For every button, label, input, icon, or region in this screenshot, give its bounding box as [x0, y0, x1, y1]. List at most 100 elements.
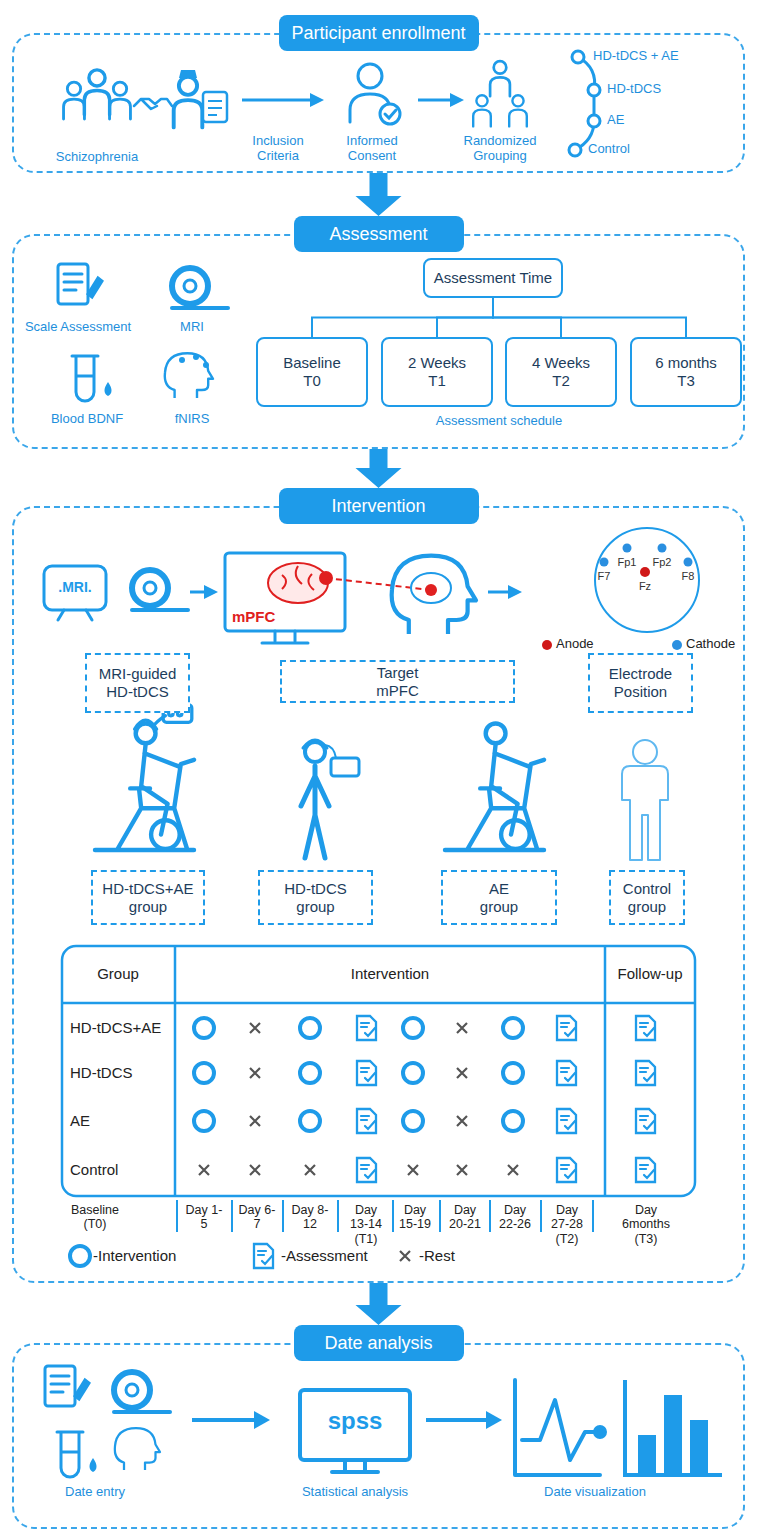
electrode-map: [672, 640, 682, 650]
control-figure: [622, 740, 668, 860]
brain-icon: [268, 563, 332, 603]
flow-arrow-icon: [242, 99, 312, 102]
text-label: Baseline (T0): [65, 1203, 125, 1232]
data-entry-icons: [45, 1366, 89, 1406]
control-figure: [633, 740, 657, 764]
box-text: Target mPFC: [368, 664, 428, 700]
schedule-table: [62, 946, 695, 1196]
text-label: .MRI.: [45, 579, 105, 595]
box-text: MRI-guided HD-tDCS: [87, 665, 188, 701]
electrode-map: [623, 544, 632, 553]
legend-text: -Assessment: [281, 1247, 368, 1264]
assessment-symbol: [636, 1016, 655, 1040]
text-label: Control: [70, 1161, 175, 1178]
line-chart-icon: [515, 1380, 600, 1475]
intervention-symbol: [503, 1111, 523, 1131]
intervention-symbol: [503, 1018, 523, 1038]
label-box: AE group: [441, 870, 557, 925]
assessment-symbol: [361, 1023, 375, 1036]
text-label: Statistical analysis: [285, 1485, 425, 1500]
text-label: HD-tDCS + AE: [593, 49, 713, 64]
assessment-symbol: [640, 1165, 654, 1178]
assessment-symbol: [357, 1016, 376, 1040]
assessment-symbol: [361, 1068, 375, 1081]
text-label: AE: [70, 1112, 175, 1129]
box-text: Baseline T0: [276, 354, 348, 390]
doctor-icon: [208, 101, 222, 115]
text-label: Date visualization: [515, 1485, 675, 1500]
text-label: Day 22-26: [495, 1203, 535, 1232]
monitor-icon: [225, 553, 345, 643]
mri-sign-icon: [44, 566, 106, 620]
intervention-symbol: [194, 1063, 214, 1083]
patient-group-icon: [64, 70, 131, 119]
line-chart-icon: [595, 1427, 605, 1437]
text-label: F7: [589, 570, 619, 583]
flow-arrow: [356, 1283, 402, 1325]
text-label: HD-tDCS: [70, 1064, 175, 1081]
process-box: Assessment Time: [423, 258, 563, 298]
text-label: Fp1: [612, 556, 642, 569]
rest-symbol: [250, 1165, 260, 1175]
text-label: Blood BDNF: [37, 412, 137, 427]
axis-ticks: [177, 1200, 593, 1232]
assessment-symbol: [361, 1165, 375, 1178]
label-box: Control group: [609, 870, 685, 925]
text-label: Day 20-21: [445, 1203, 485, 1232]
head-icon: [392, 556, 476, 634]
intervention-symbol: [403, 1111, 423, 1131]
fnirs-head-icon: [179, 357, 185, 363]
consent-icon: [350, 64, 400, 124]
flow-arrow-icon: [450, 93, 464, 107]
process-box: 6 months T3: [630, 337, 742, 407]
rest-symbol: [400, 1251, 410, 1261]
flow-arrow-icon: [426, 1418, 488, 1422]
standing-tdcs-figure: [303, 740, 327, 748]
mri-icon: [132, 570, 188, 610]
flow-arrow-icon: [192, 1418, 256, 1422]
intervention-symbol: [503, 1063, 523, 1083]
rest-symbol: [250, 1023, 260, 1033]
text-label: Day 1-5: [184, 1203, 224, 1232]
bar-chart-icon: [690, 1420, 708, 1475]
text-label: Day 15-19: [395, 1203, 435, 1232]
flow-arrow: [356, 449, 402, 488]
section-border: [12, 1343, 745, 1529]
text-label: Day 8-12: [290, 1203, 330, 1232]
rest-symbol: [199, 1165, 209, 1175]
electrode-map: [542, 640, 552, 650]
line-chart-icon: [515, 1380, 605, 1475]
mri-sign-icon: [58, 610, 92, 620]
assessment-symbol: [640, 1116, 654, 1129]
assessment-symbol: [640, 1023, 654, 1036]
intervention-symbol: [194, 1018, 214, 1038]
data-entry-icons: [57, 1432, 97, 1477]
text-label: Cathode: [686, 637, 756, 652]
intervention-symbol: [300, 1111, 320, 1131]
group-chain: [569, 144, 581, 156]
handshake-icon: [134, 99, 172, 109]
rest-symbol: [305, 1165, 315, 1175]
standing-tdcs-figure: [331, 758, 359, 776]
box-text: Control group: [611, 880, 683, 916]
text-label: mPFC: [232, 608, 292, 625]
box-text: 6 months T3: [650, 354, 722, 390]
fnirs-head-icon: [203, 362, 209, 368]
fnirs-head-icon: [193, 354, 199, 360]
text-label: Group: [68, 965, 168, 982]
assessment-symbol: [557, 1109, 576, 1133]
text-label: Scale Assessment: [23, 320, 133, 335]
assessment-symbol: [357, 1158, 376, 1182]
box-text: 2 Weeks T1: [401, 354, 473, 390]
text-label: Date entry: [45, 1485, 145, 1500]
intervention-symbol: [403, 1063, 423, 1083]
group-chain: [575, 57, 595, 150]
section-header: Participant enrollment: [279, 15, 479, 51]
assessment-symbol: [640, 1068, 654, 1081]
patient-group-icon: [64, 82, 85, 119]
assessment-symbol: [561, 1023, 575, 1036]
process-box: Baseline T0: [256, 337, 368, 407]
intervention-symbol: [194, 1111, 214, 1131]
mri-sign-icon: [44, 566, 106, 610]
scale-icon: [58, 264, 102, 304]
